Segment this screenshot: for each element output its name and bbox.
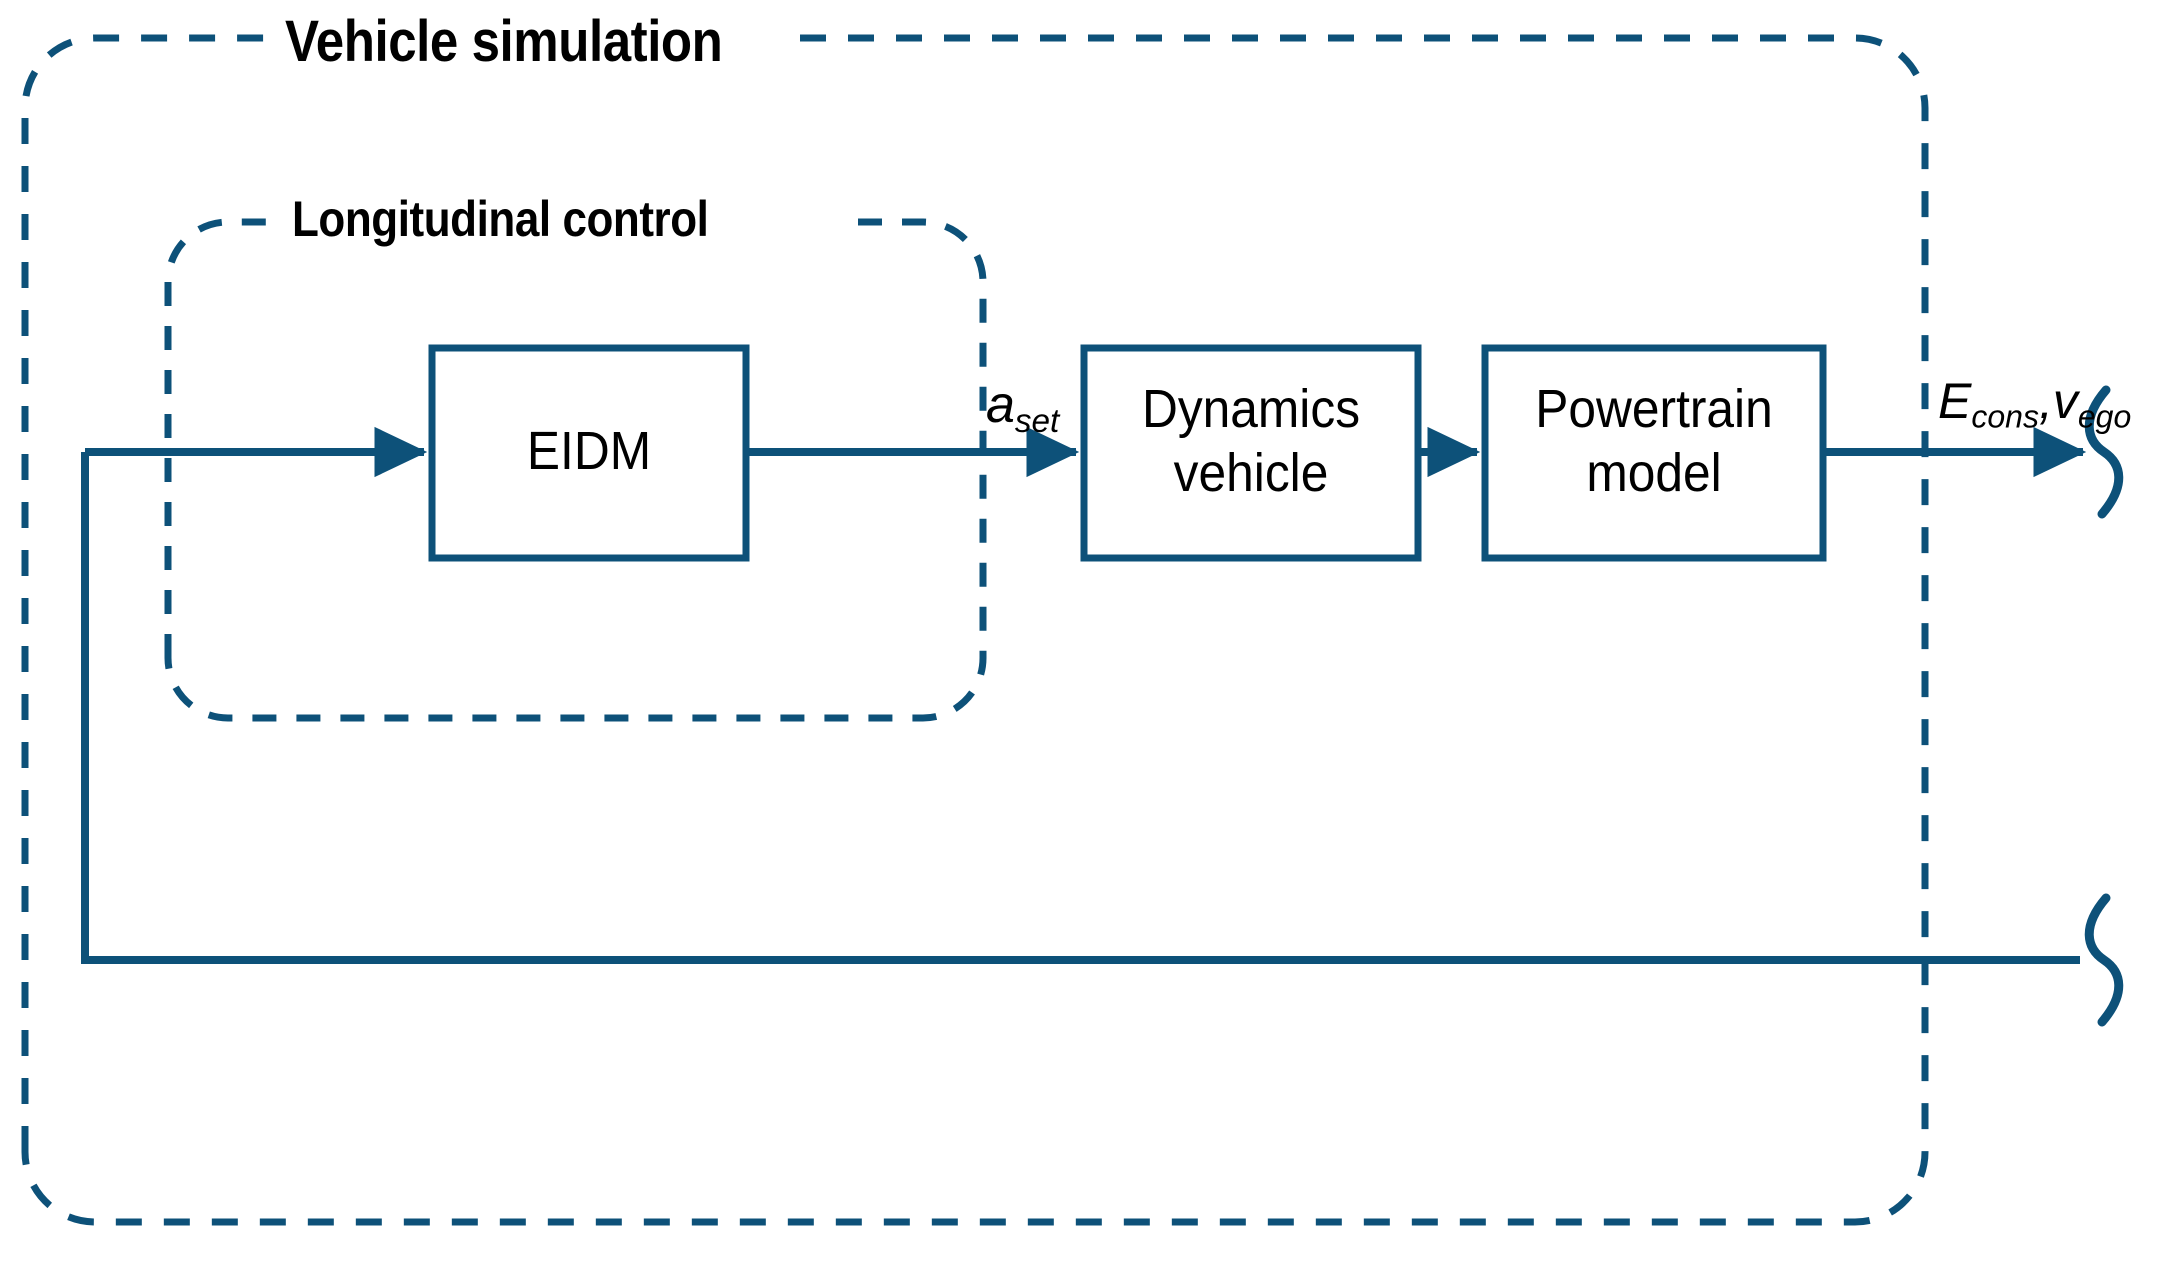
block-label-powertrain-model: Powertrain model xyxy=(1535,379,1773,503)
connector-feedback-bus xyxy=(81,452,2080,964)
signal-subscript-ego: ego xyxy=(2077,398,2132,435)
block-eidm xyxy=(428,344,750,562)
signal-break-upper-icon xyxy=(2084,385,2124,519)
signal-separator: , xyxy=(2038,373,2053,429)
signal-break-lower-icon xyxy=(2084,893,2124,1027)
signal-label-a-set: aset xyxy=(986,375,1059,441)
group-title-longitudinal-control: Longitudinal control xyxy=(292,191,709,247)
signal-symbol-a: a xyxy=(986,376,1015,434)
group-border-vehicle-simulation xyxy=(21,34,1929,1226)
group-border-longitudinal-control xyxy=(164,218,987,722)
signal-label-outputs: Econs,vego xyxy=(1938,372,2131,436)
group-title-vehicle-simulation: Vehicle simulation xyxy=(285,9,723,74)
signal-symbol-v: v xyxy=(2052,373,2078,429)
block-label-eidm: EIDM xyxy=(526,421,652,481)
block-powertrain-model xyxy=(1481,344,1827,562)
signal-subscript-cons: cons xyxy=(1971,398,2039,435)
signal-subscript-set: set xyxy=(1014,402,1060,440)
block-label-dynamics-vehicle: Dynamics vehicle xyxy=(1141,379,1361,503)
signal-symbol-e: E xyxy=(1938,373,1972,429)
